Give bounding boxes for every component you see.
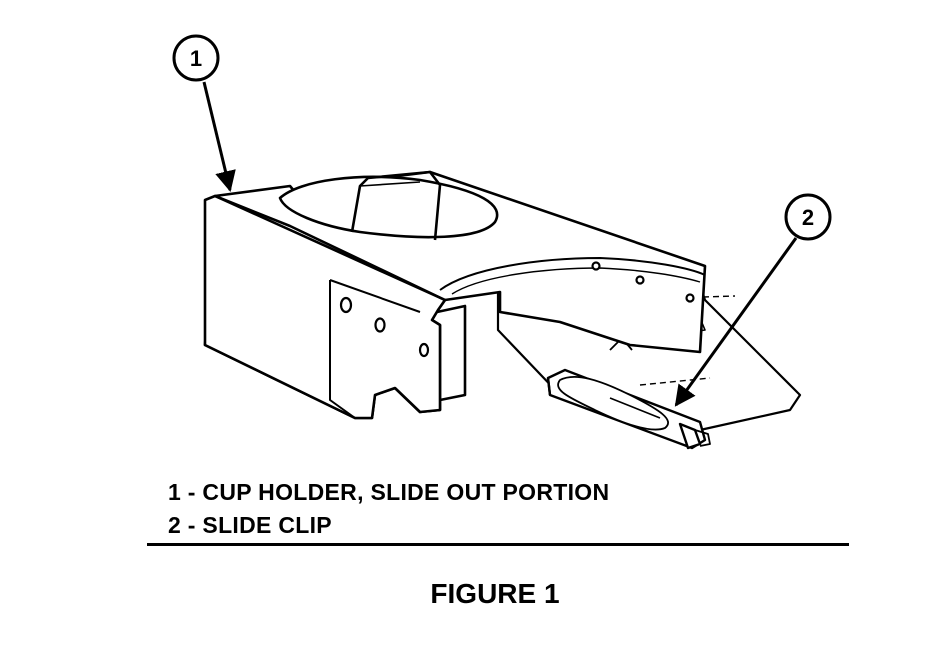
callout-2: 2 <box>674 193 832 407</box>
legend: 1 - CUP HOLDER, SLIDE OUT PORTION 2 - SL… <box>168 476 609 542</box>
slide-clip <box>546 368 711 450</box>
callout-1-number: 1 <box>190 46 202 71</box>
legend-item-1: 1 - CUP HOLDER, SLIDE OUT PORTION <box>168 479 610 505</box>
callout-2-number: 2 <box>802 205 814 230</box>
callout-2-leader <box>674 237 798 407</box>
cup-holder-illustration: 1 2 <box>172 34 832 450</box>
cup-holder-body <box>203 170 707 420</box>
legend-item-2: 2 - SLIDE CLIP <box>168 512 332 538</box>
callout-1-leader <box>202 81 236 193</box>
callout-2-circle <box>784 193 832 241</box>
callout-1: 1 <box>172 34 236 193</box>
mounting-holes <box>339 261 695 358</box>
divider-rule <box>147 543 849 546</box>
figure-title: FIGURE 1 <box>430 578 560 609</box>
callout-1-circle <box>172 34 220 82</box>
